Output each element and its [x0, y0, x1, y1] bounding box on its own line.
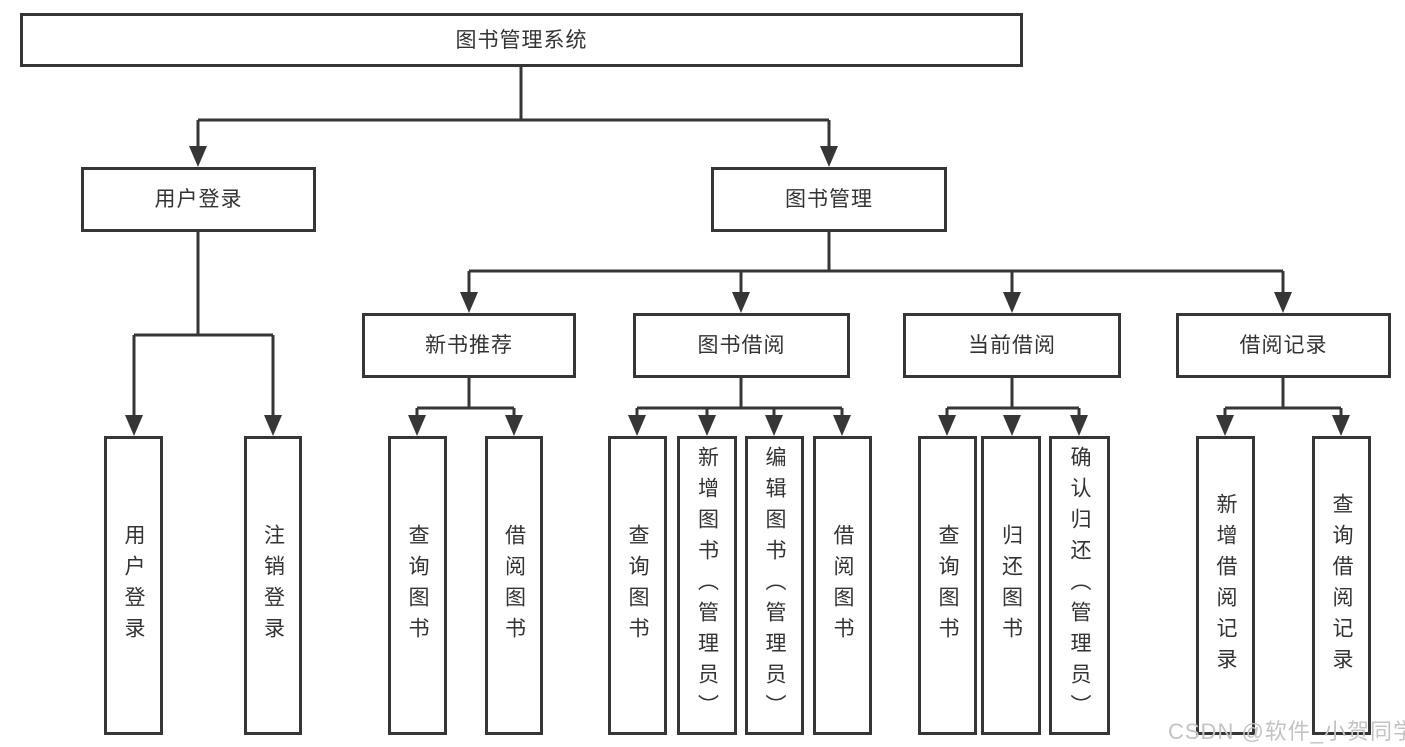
leaf-records-query-record: 查询借阅记录: [1312, 436, 1371, 735]
watermark: CSDN @软件_小贺同学: [1168, 719, 1405, 744]
leaf-logout: 注销登录: [244, 436, 302, 735]
leaf-user-login: 用户登录: [104, 436, 163, 735]
leaf-current-return-books: 归还图书: [981, 436, 1041, 735]
leaf-borrow-edit-books-admin: 编辑图书（管理员）: [745, 436, 804, 735]
leaf-borrow-borrow-books: 借阅图书: [813, 436, 872, 735]
node-root: 图书管理系统: [20, 13, 1023, 67]
node-current-borrow: 当前借阅: [903, 313, 1121, 378]
node-borrow-records: 借阅记录: [1176, 313, 1391, 378]
leaf-newbook-borrow-books: 借阅图书: [485, 436, 543, 735]
leaf-borrow-query-books: 查询图书: [608, 436, 667, 735]
node-user-login: 用户登录: [81, 167, 316, 232]
leaf-current-query-books: 查询图书: [918, 436, 977, 735]
leaf-newbook-query-books: 查询图书: [388, 436, 447, 735]
leaf-current-confirm-return-admin: 确认归还（管理员）: [1049, 436, 1110, 735]
leaf-borrow-add-books-admin: 新增图书（管理员）: [677, 436, 737, 735]
node-book-borrow: 图书借阅: [633, 313, 850, 378]
leaf-records-add-record: 新增借阅记录: [1196, 436, 1255, 735]
node-book-management: 图书管理: [711, 167, 947, 232]
node-new-book-recommend: 新书推荐: [362, 313, 576, 378]
